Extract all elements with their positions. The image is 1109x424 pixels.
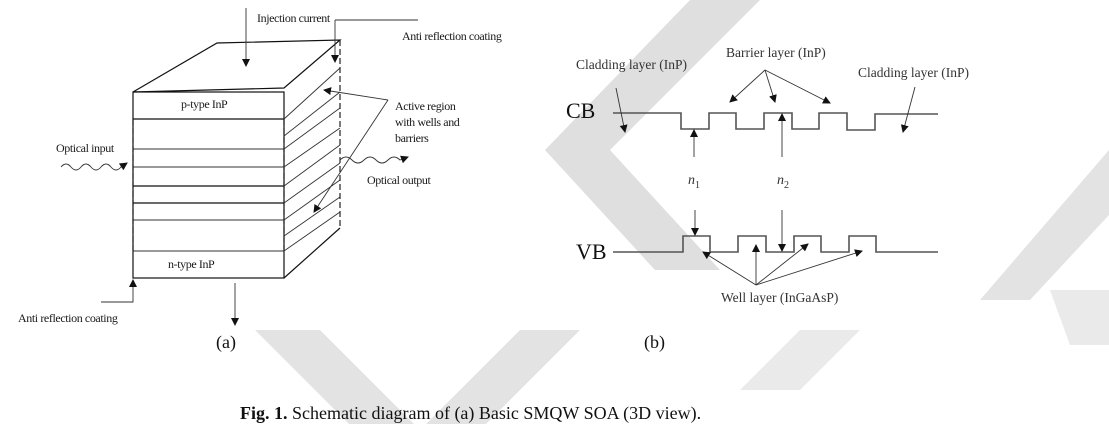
front-face — [132, 91, 285, 279]
vb-label: VB — [576, 239, 607, 264]
barrier-label: Barrier layer (InP) — [726, 45, 826, 60]
panel-b-label: (b) — [644, 332, 665, 353]
injection-current-label: Injection current — [257, 11, 331, 25]
cb-label: CB — [566, 98, 595, 123]
active-region-label-3: barriers — [395, 131, 429, 145]
p-type-label: p-type InP — [181, 97, 228, 111]
optical-output-label: Optical output — [367, 173, 431, 187]
figure-caption: Fig. 1. Schematic diagram of (a) Basic S… — [240, 403, 701, 424]
optical-input-label: Optical input — [56, 141, 115, 155]
anti-reflection-bottom-label: Anti reflection coating — [18, 311, 118, 325]
cladding-right-label: Cladding layer (InP) — [858, 65, 969, 80]
cladding-left-label: Cladding layer (InP) — [576, 57, 687, 72]
valence-band-profile — [613, 235, 938, 253]
n-type-label: n-type InP — [168, 257, 215, 271]
panel-a-label: (a) — [216, 332, 236, 353]
active-region-label-2: with wells and — [395, 115, 460, 129]
conduction-band-profile — [613, 112, 938, 131]
optical-output-wave — [339, 155, 409, 164]
well-label: Well layer (InGaAsP) — [721, 290, 838, 305]
anti-reflection-top-label: Anti reflection coating — [402, 29, 502, 43]
panel-b-band-diagram: CB VB Cladding layer (InP) Barrier layer… — [566, 45, 969, 353]
active-region-label-1: Active region — [395, 99, 456, 113]
top-face — [132, 39, 342, 93]
optical-input-wave — [60, 162, 128, 171]
panel-a-soa-3d: Injection current Anti reflection coatin… — [18, 8, 502, 353]
n1-label: n1 — [688, 173, 700, 191]
n2-label: n2 — [777, 173, 789, 191]
watermark — [255, 0, 1109, 424]
